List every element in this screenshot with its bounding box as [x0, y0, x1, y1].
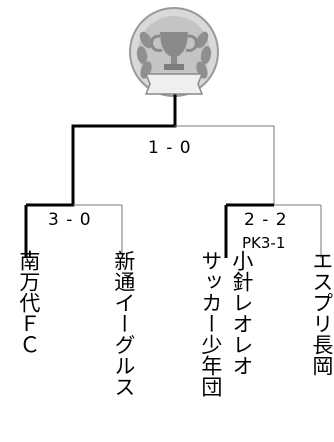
team-name: 小針レオレオ — [229, 250, 254, 376]
final-lines — [71, 94, 275, 207]
semifinal-right-penalty: PK3-1 — [242, 234, 286, 252]
semifinal-left-score: 3 - 0 — [48, 210, 92, 230]
team-name: 南万代ＦＣ — [16, 250, 41, 355]
trophy-laurel-icon — [129, 7, 219, 97]
final-score: 1 - 0 — [148, 138, 192, 158]
semifinal-left-lines — [24, 203, 123, 258]
semifinal-right-score: 2 - 2 — [244, 210, 288, 230]
team-name: エスプリ長岡 — [309, 250, 334, 376]
semifinal-right-lines — [224, 203, 322, 258]
team-name: 新通イーグルス — [111, 250, 136, 397]
team-name: サッカー少年団 — [198, 250, 223, 397]
